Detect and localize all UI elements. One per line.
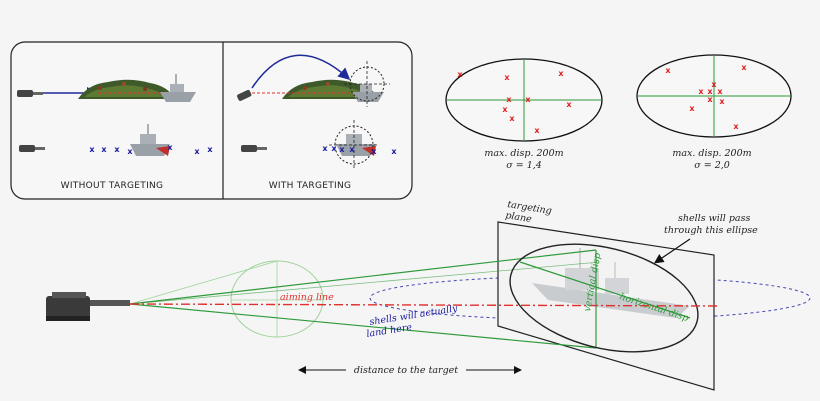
hit-mark: x	[711, 80, 717, 89]
hit-mark: x	[504, 73, 510, 82]
pass-note-line2: through this ellipse	[664, 225, 758, 236]
gun-turret-icon	[46, 292, 130, 321]
hit-mark: x	[707, 95, 713, 104]
targeting-plane-label-line2: plane	[505, 210, 533, 225]
hit-mark: x	[566, 100, 572, 109]
hit-mark: x	[717, 87, 723, 96]
hit-mark: x	[506, 95, 512, 104]
shell-mark: x	[322, 144, 328, 153]
shell-mark: x	[127, 147, 133, 156]
hit-mark: x	[698, 87, 704, 96]
trajectory-arc	[251, 54, 351, 89]
pass-note-line1: shells will pass	[678, 213, 750, 224]
ellipse-2-max-disp: max. disp. 200m	[672, 148, 751, 159]
crosshair-icon	[329, 120, 379, 170]
shell-mark: x	[101, 145, 107, 154]
landing-label-line1: shells will actually	[369, 303, 459, 328]
hit-mark: x	[534, 126, 540, 135]
warship-icon	[336, 134, 376, 156]
shell-mark: x	[89, 145, 95, 154]
aiming-line-label: aiming line	[280, 292, 334, 303]
hit-mark: x	[502, 105, 508, 114]
cannon-icon	[241, 145, 267, 152]
dispersion-cone	[129, 249, 691, 349]
shell-mark: x	[331, 144, 337, 153]
shell-mark: x	[207, 145, 213, 154]
cannon-icon	[19, 145, 45, 152]
hit-mark: x	[457, 70, 463, 79]
cannon-icon	[17, 90, 43, 97]
ship-in-plane-icon	[532, 248, 690, 318]
hit-mark: x	[707, 87, 713, 96]
target-ellipse	[509, 243, 699, 353]
aiming-line	[129, 303, 721, 307]
hit-mark: x	[558, 69, 564, 78]
hit-mark: x	[525, 95, 531, 104]
shell-mark: x	[391, 147, 397, 156]
island-icon	[78, 79, 175, 99]
shell-mark: x	[167, 143, 173, 152]
comparison-panel	[10, 41, 413, 200]
label-without-targeting: WITHOUT TARGETING	[61, 181, 164, 191]
label-with-targeting: WITH TARGETING	[269, 181, 352, 191]
hit-mark: x	[665, 66, 671, 75]
ellipse-2-sigma: σ = 2,0	[694, 160, 730, 171]
hit-mark: x	[509, 114, 515, 123]
hit-mark: x	[733, 122, 739, 131]
pass-note-arrow	[654, 238, 691, 264]
warship-icon	[160, 74, 196, 102]
shell-mark: x	[371, 147, 377, 156]
crosshair-icon	[344, 61, 390, 107]
shell-mark: x	[194, 147, 200, 156]
hit-mark: x	[741, 63, 747, 72]
distance-label: distance to the target	[354, 365, 458, 376]
hit-mark: x	[719, 97, 725, 106]
ellipse-1-sigma: σ = 1,4	[506, 160, 542, 171]
shell-mark: x	[339, 145, 345, 154]
ellipse-1-max-disp: max. disp. 200m	[484, 148, 563, 159]
distance-label-bg	[346, 362, 466, 376]
cannon-icon	[237, 89, 252, 101]
warship-icon	[130, 124, 170, 156]
hit-mark: x	[689, 104, 695, 113]
shell-mark: x	[114, 145, 120, 154]
shell-mark: x	[349, 145, 355, 154]
